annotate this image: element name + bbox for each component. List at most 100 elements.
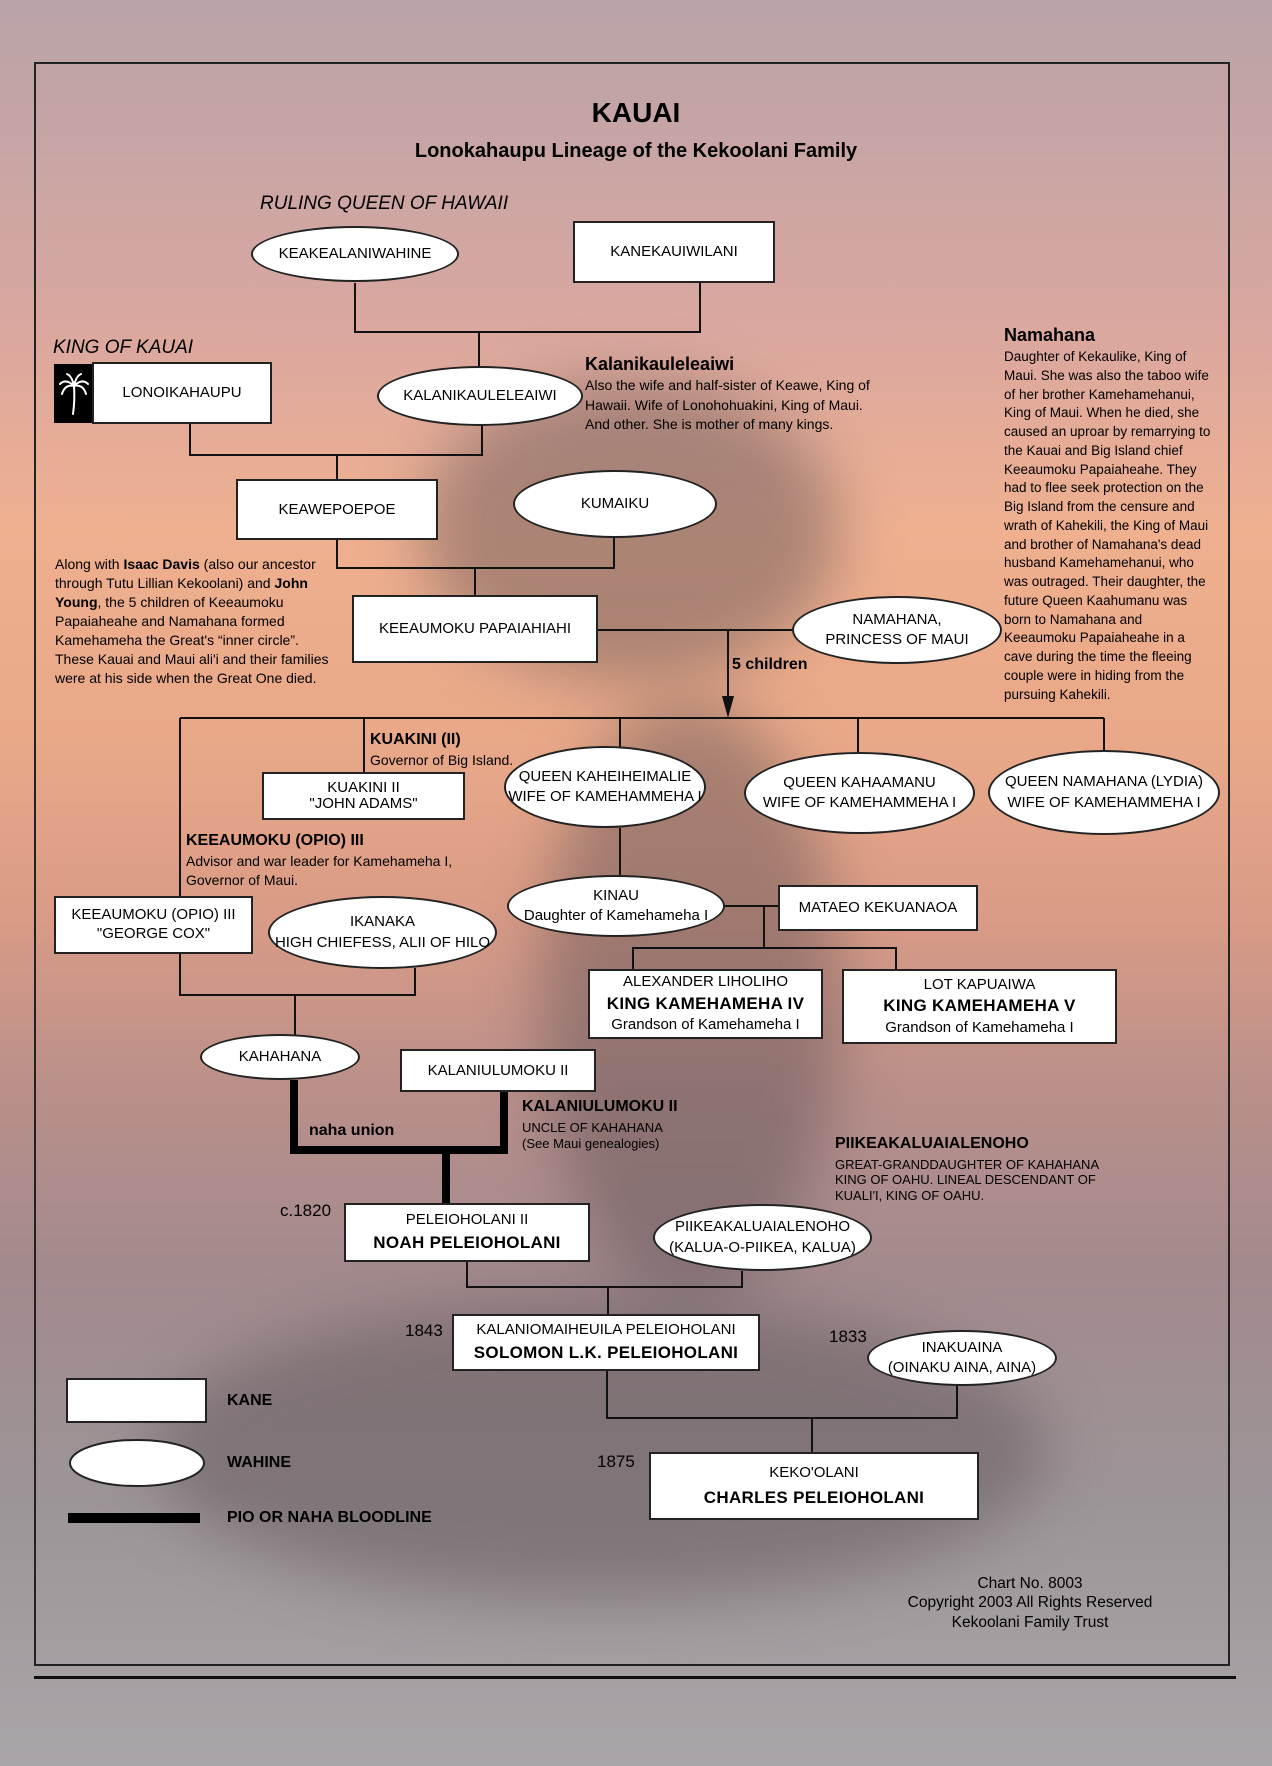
line-top-couple bbox=[354, 283, 701, 333]
person-namahana: NAMAHANA,PRINCESS OF MAUI bbox=[792, 596, 1002, 664]
naha-union-line bbox=[290, 1080, 508, 1154]
person-keakealaniwahine: KEAKEALANIWAHINE bbox=[251, 226, 459, 282]
legend-kane-label: KANE bbox=[227, 1392, 273, 1409]
year-1843: 1843 bbox=[405, 1321, 443, 1340]
note-line: husband Kamehamehanui, who bbox=[1004, 555, 1194, 571]
page-title: KAUAI bbox=[591, 97, 681, 128]
note-text: (also our ancestor bbox=[199, 556, 316, 572]
note-line: Big Island from the censure and bbox=[1004, 499, 1195, 515]
note-piikea-heading: PIIKEAKALUAIALENOHO bbox=[835, 1135, 1029, 1152]
note-text: Along with bbox=[55, 556, 124, 572]
five-children-label: 5 children bbox=[732, 656, 808, 673]
palm-tree-icon bbox=[54, 364, 94, 423]
trust-name: Kekoolani Family Trust bbox=[951, 1613, 1109, 1631]
line-keawe-couple bbox=[336, 538, 615, 569]
person-kanekauiwilani: KANEKAUIWILANI bbox=[573, 221, 775, 283]
note-line: Along with Isaac Davis (also our ancesto… bbox=[55, 555, 345, 574]
note-line: Also the wife and half-sister of Keawe, … bbox=[585, 377, 870, 394]
line-kinau-children bbox=[632, 906, 897, 970]
line-solomon-inakuaina bbox=[606, 1370, 958, 1419]
year-1833: 1833 bbox=[829, 1327, 867, 1346]
person-keeaumoku-opio: KEEAUMOKU (OPIO) III"GEORGE COX" bbox=[54, 896, 253, 954]
note-namahana-heading: Namahana bbox=[1004, 325, 1096, 345]
person-namahana-lydia: QUEEN NAMAHANA (LYDIA)WIFE OF KAMEHAMMEH… bbox=[988, 750, 1220, 835]
note-line: These Kauai and Maui ali'i and their fam… bbox=[55, 651, 329, 668]
note-line: KUALI'I, KING OF OAHU. bbox=[835, 1188, 985, 1204]
footer: Chart No. 8003 Copyright 2003 All Rights… bbox=[860, 1574, 1200, 1632]
note-kalanikauleleaiwi: Kalanikauleleaiwi Also the wife and half… bbox=[585, 352, 885, 434]
person-kalanikauleleaiwi: KALANIKAULELEAIWI bbox=[377, 366, 583, 426]
note-inner-circle: Along with Isaac Davis (also our ancesto… bbox=[55, 555, 345, 688]
note-line: GREAT-GRANDDAUGHTER OF KAHAHANA bbox=[835, 1156, 1100, 1172]
line-lono-couple bbox=[189, 423, 483, 456]
note-text: , the 5 children of Keeaumoku bbox=[97, 594, 284, 611]
note-line: cave during the time the fleeing bbox=[1004, 649, 1192, 665]
note-kalanikauleleaiwi-heading: Kalanikauleleaiwi bbox=[585, 354, 735, 374]
note-kalaniulumoku: KALANIULUMOKU II UNCLE OF KAHAHANA (See … bbox=[522, 1097, 678, 1153]
note-kalaniulumoku-heading: KALANIULUMOKU II bbox=[522, 1098, 678, 1115]
year-1875: 1875 bbox=[597, 1452, 635, 1471]
note-line: Kamehameha the Great's “inner circle”. bbox=[55, 632, 299, 649]
note-line: wrath of Kahekili, the King of Maui bbox=[1004, 517, 1209, 533]
note-line: Young, the 5 children of Keeaumoku bbox=[55, 593, 345, 612]
note-line: of her brother Kamehamehanui, bbox=[1004, 386, 1195, 402]
king-kauai-label: KING OF KAUAI bbox=[53, 337, 194, 358]
bottom-rule bbox=[34, 1676, 1236, 1679]
note-keeaumoku-opio: KEEAUMOKU (OPIO) III Advisor and war lea… bbox=[186, 830, 452, 890]
note-line: and brother of Namahana's dead bbox=[1004, 536, 1201, 552]
note-kuakini: KUAKINI (II) Governor of Big Island. bbox=[370, 729, 513, 770]
note-line: were at his side when the Great One died… bbox=[55, 670, 317, 687]
note-line: pursuing Kahekili. bbox=[1004, 686, 1111, 702]
legend-wahine-label: WAHINE bbox=[227, 1454, 291, 1471]
legend-kane-swatch bbox=[66, 1378, 207, 1423]
person-keeaumoku-papaiahiahi: KEEAUMOKU PAPAIAHIAHI bbox=[352, 595, 598, 663]
year-c1820: c.1820 bbox=[280, 1201, 332, 1220]
person-piikeakaluaialenoho: PIIKEAKALUAIALENOHO(KALUA-O-PIIKEA, KALU… bbox=[653, 1204, 872, 1271]
ruling-queen-label: RULING QUEEN OF HAWAII bbox=[260, 193, 509, 214]
note-line: Governor of Big Island. bbox=[370, 751, 514, 768]
note-kuakini-heading: KUAKINI (II) bbox=[370, 731, 461, 748]
note-line: couple were in hiding from the bbox=[1004, 667, 1185, 683]
note-line: KING OF OAHU. LINEAL DESCENDANT OF bbox=[835, 1172, 1096, 1188]
note-line: King of Maui. When he died, she bbox=[1004, 405, 1200, 421]
naha-union-label: naha union bbox=[309, 1122, 395, 1139]
page-subtitle: Lonokahaupu Lineage of the Kekoolani Fam… bbox=[414, 140, 858, 162]
legend-bloodline-swatch bbox=[68, 1513, 200, 1523]
person-keawepoepoe: KEAWEPOEPOE bbox=[236, 479, 438, 540]
person-kumaiku: KUMAIKU bbox=[513, 470, 717, 538]
note-line: through Tutu Lillian Kekoolani) and John bbox=[55, 574, 345, 593]
note-line: future Queen Kaahumanu was bbox=[1004, 592, 1188, 608]
copyright: Copyright 2003 All Rights Reserved bbox=[907, 1594, 1153, 1612]
note-line: UNCLE OF KAHAHANA bbox=[522, 1120, 663, 1135]
note-line: Maui. She was also the taboo wife bbox=[1004, 367, 1209, 383]
note-piikea: PIIKEAKALUAIALENOHO GREAT-GRANDDAUGHTER … bbox=[835, 1134, 1099, 1204]
person-kalaniulumoku: KALANIULUMOKU II bbox=[400, 1049, 596, 1092]
person-mataeo: MATAEO KEKUANAOA bbox=[778, 885, 978, 931]
person-kuakini: KUAKINI II"JOHN ADAMS" bbox=[262, 772, 465, 820]
note-line: Papaiaheahe and Namahana formed bbox=[55, 613, 285, 630]
isaac-davis-name: Isaac Davis bbox=[123, 556, 200, 572]
five-children-arrowhead bbox=[722, 696, 734, 718]
john-young-name: Young bbox=[55, 594, 98, 611]
note-line: caused an uproar by remarrying to bbox=[1004, 424, 1211, 440]
note-namahana: Namahana Daughter of Kekaulike, King of … bbox=[1004, 323, 1224, 704]
note-line: Hawaii. Wife of Lonohohuakini, King of M… bbox=[585, 396, 863, 413]
person-lonoikahaupu: LONOIKAHAUPU bbox=[92, 362, 272, 424]
note-line: born to Namahana and bbox=[1004, 611, 1143, 627]
john-young-name: John bbox=[274, 575, 308, 592]
person-kahahana: KAHAHANA bbox=[200, 1034, 360, 1080]
note-keeaumoku-heading: KEEAUMOKU (OPIO) III bbox=[186, 832, 364, 849]
note-line: Keeaumoku Papaiaheahe. They bbox=[1004, 461, 1197, 477]
legend-wahine-swatch bbox=[69, 1439, 205, 1487]
note-line: was outraged. Their daughter, the bbox=[1004, 574, 1206, 590]
note-text: through Tutu Lillian Kekoolani) and bbox=[55, 575, 275, 592]
note-line: had to flee seek protection on the bbox=[1004, 480, 1204, 496]
